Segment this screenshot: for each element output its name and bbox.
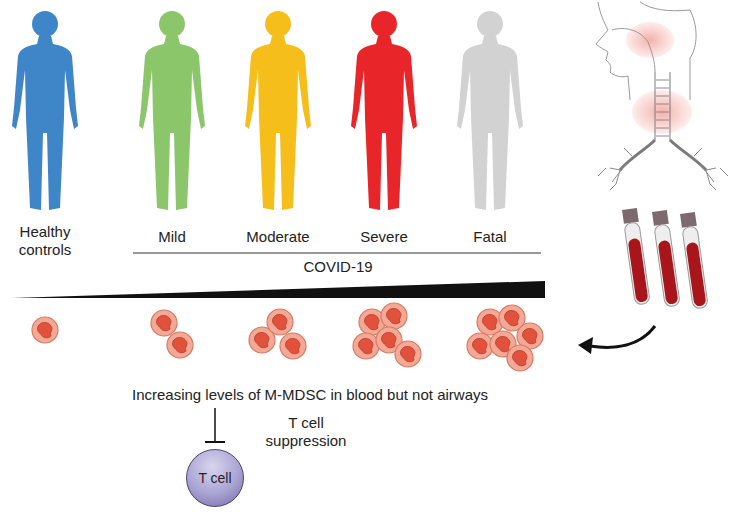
mdsc-cells <box>32 303 543 371</box>
group-line <box>133 253 541 254</box>
severe-figure <box>351 11 417 210</box>
gradient-wedge <box>12 281 545 298</box>
group-label: COVID-19 <box>278 258 398 276</box>
group-label: Moderate <box>228 228 328 246</box>
moderate-figure <box>245 11 311 210</box>
healthy-figure <box>12 11 78 210</box>
group-label: Severe <box>334 228 434 246</box>
arrow-head <box>578 337 593 354</box>
t-cell-circle: T cell <box>186 449 244 507</box>
mild-figure <box>139 11 205 210</box>
fatal-figure <box>457 11 523 210</box>
group-label: Healthy controls <box>5 223 85 259</box>
caption-text: Increasing levels of M-MDSC in blood but… <box>40 386 580 404</box>
group-label: Mild <box>122 228 222 246</box>
inhibition-line <box>214 408 216 441</box>
effect-label: T cell suppression <box>256 414 356 450</box>
airway-illustration <box>596 2 728 190</box>
inhibition-bar <box>205 441 225 443</box>
curved-arrow <box>590 326 655 347</box>
group-label: Fatal <box>440 228 540 246</box>
cell-label: T cell <box>198 470 231 486</box>
blood-tubes <box>622 208 708 309</box>
